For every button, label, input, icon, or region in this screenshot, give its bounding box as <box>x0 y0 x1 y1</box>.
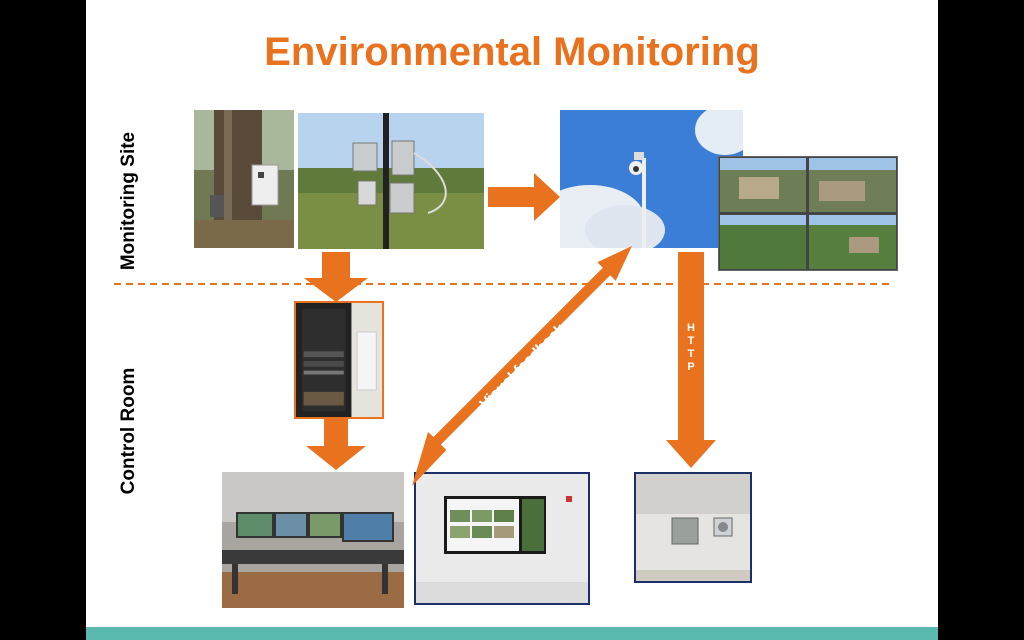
ceiling-device-photo <box>634 472 752 583</box>
arrow-down-rack-icon <box>304 252 368 302</box>
sensor-pole-photo <box>298 113 484 249</box>
arrow-down-http-icon <box>666 252 716 468</box>
slide: Environmental Monitoring Monitoring Site… <box>86 0 938 640</box>
footer-accent-bar <box>86 627 938 640</box>
arrow-right-icon <box>488 173 560 221</box>
arrow-down-desk-icon <box>306 419 366 470</box>
arrows-layer <box>304 173 716 486</box>
sensor-tree-photo <box>194 110 294 248</box>
ptz-camera-photo <box>560 110 743 248</box>
wall-display-photo <box>414 472 590 605</box>
slide-title: Environmental Monitoring <box>264 30 760 74</box>
http-label: HTTP <box>684 322 698 374</box>
http-label-text: HTTP <box>687 322 695 373</box>
control-desk-photo <box>222 472 404 608</box>
visual-feedback-arrow-icon <box>412 246 632 486</box>
diagram-overlay <box>114 283 892 285</box>
server-rack-photo <box>294 301 384 419</box>
camera-views-grid-photo <box>718 156 898 271</box>
